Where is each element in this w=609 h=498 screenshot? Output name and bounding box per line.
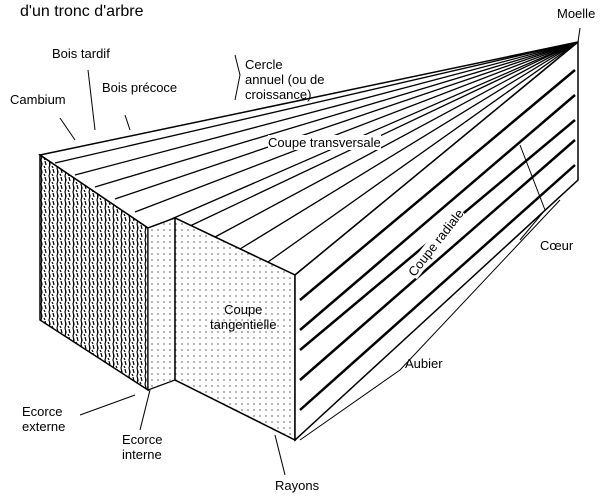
label-cercle-annuel: Cercle annuel (ou de croissance) (245, 57, 325, 102)
cercle-line-1: Cercle (245, 57, 283, 72)
label-rayons: Rayons (275, 478, 320, 493)
ecorce-interne-line-2: interne (122, 447, 162, 462)
leader-lines (59, 27, 581, 476)
label-ecorce-externe: Ecorce externe (22, 404, 65, 434)
label-coupe-transversale: Coupe transversale (268, 135, 381, 150)
ecorce-interne-line-1: Ecorce (122, 432, 163, 447)
ecorce-externe-line-1: Ecorce (22, 404, 63, 419)
label-moelle: Moelle (557, 6, 596, 21)
label-coeur: Cœur (540, 238, 574, 253)
label-cambium: Cambium (10, 92, 66, 107)
label-ecorce-interne: Ecorce interne (122, 432, 162, 462)
tangentielle-line-2: tangentielle (210, 317, 277, 332)
label-coupe-tangentielle: Coupe tangentielle (210, 302, 277, 332)
label-bois-tardif: Bois tardif (52, 46, 110, 61)
ecorce-externe-line-2: externe (22, 419, 66, 434)
annual-rings (54, 41, 579, 263)
cercle-line-2: annuel (ou de (245, 72, 325, 87)
tangentielle-line-1: Coupe (224, 302, 263, 317)
inner-bark-step (147, 217, 176, 391)
label-aubier: Aubier (405, 356, 443, 371)
cercle-line-3: croissance) (245, 87, 312, 102)
diagram-title: d'un tronc d'arbre (20, 3, 144, 20)
label-bois-precoce: Bois précoce (102, 80, 178, 95)
